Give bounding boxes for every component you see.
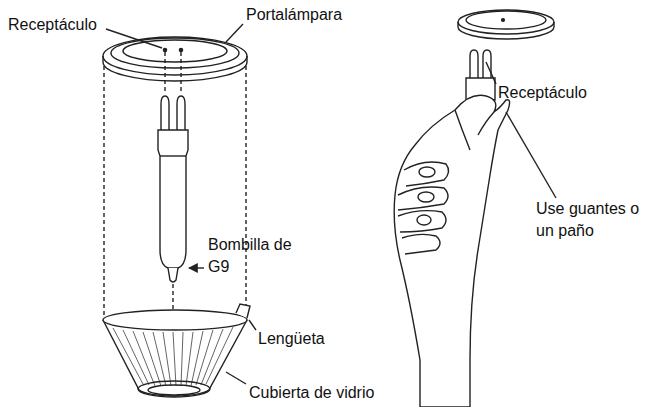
note-label: Use guantes o un paño [536,198,640,242]
part-label: Receptáculo [8,14,97,36]
g9-bulb [158,96,188,282]
part-label: Portalámpara [246,4,342,26]
glass-cover [103,304,250,397]
guide-lines [104,52,246,318]
lamp-holder [103,37,247,81]
part-label: Bombilla de G9 [208,234,292,278]
gloved-hand [394,50,509,407]
leader-lines [106,24,556,384]
lamp-holder [458,10,554,39]
part-label: Lengüeta [258,328,325,350]
part-label: Cubierta de vidrio [249,382,374,404]
part-label: Receptáculo [498,82,587,104]
